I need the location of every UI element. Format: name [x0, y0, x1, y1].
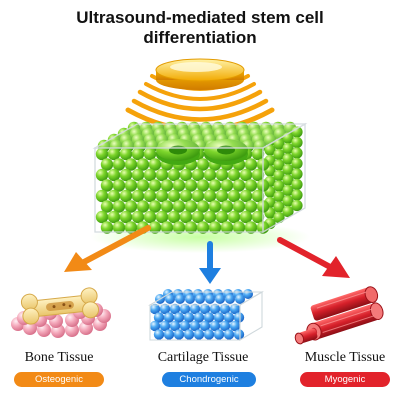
cell-sphere: [204, 329, 214, 339]
cell-sphere: [184, 329, 194, 339]
cell-sphere: [291, 137, 302, 148]
cell-sphere: [291, 179, 302, 190]
cell-sphere: [164, 329, 174, 339]
muscle-fiber-icon: [287, 285, 385, 346]
osteogenic-badge: Osteogenic: [14, 372, 104, 387]
ultrasound-transducer-icon: [128, 59, 272, 130]
cell-sphere: [291, 158, 302, 169]
bone-tissue-label: Bone Tissue: [0, 350, 124, 366]
cell-sphere: [291, 168, 302, 179]
cell-sphere: [215, 294, 225, 304]
bone-tissue-icon: [11, 287, 111, 338]
cell-sphere: [175, 294, 185, 304]
cartilage-cube-icon: [150, 289, 262, 340]
cell-sphere: [185, 294, 195, 304]
arrow-to-muscle: [280, 240, 350, 278]
cell-sphere: [205, 294, 215, 304]
muscle-tissue-label: Muscle Tissue: [280, 350, 400, 366]
chondrogenic-badge: Chondrogenic: [162, 372, 256, 387]
stem-cell-scaffold-icon: [90, 122, 310, 253]
cell-sphere: [174, 329, 184, 339]
cartilage-tissue-label: Cartilage Tissue: [138, 350, 268, 366]
cell-sphere: [224, 329, 234, 339]
cell-sphere: [194, 329, 204, 339]
cell-sphere: [214, 329, 224, 339]
myogenic-badge: Myogenic: [300, 372, 390, 387]
cell-sphere: [195, 294, 205, 304]
cell-sphere: [225, 294, 235, 304]
cell-sphere: [291, 147, 302, 158]
cell-sphere: [291, 200, 302, 211]
cell-sphere: [291, 189, 302, 200]
cell-sphere: [154, 329, 164, 339]
